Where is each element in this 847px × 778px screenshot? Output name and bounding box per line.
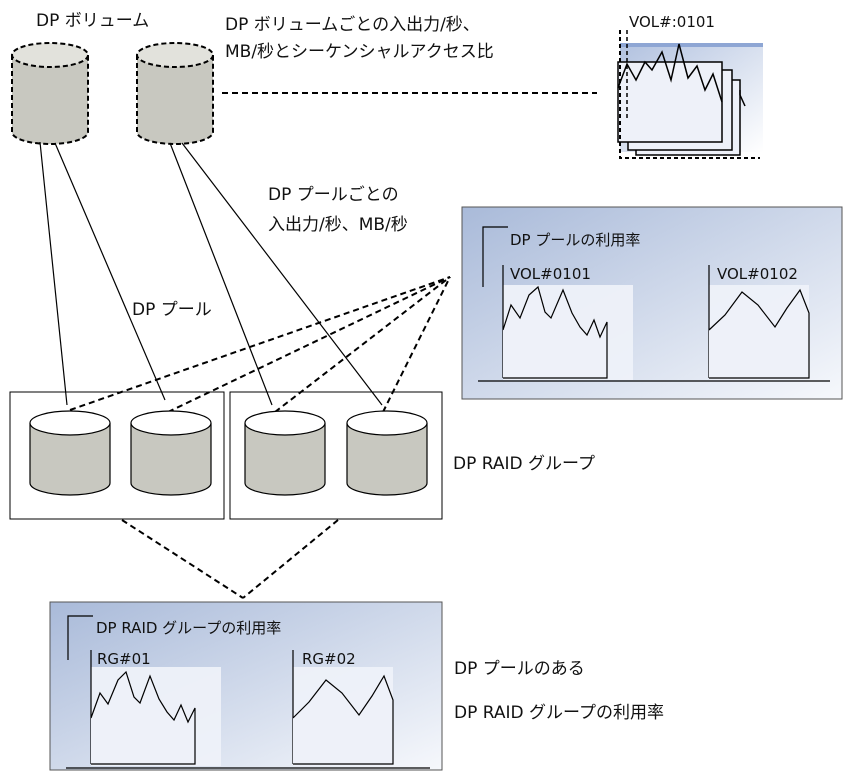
- pool-usage-title: DP プールの利用率: [510, 231, 640, 249]
- pool-io-label-line2: 入出力/秒、MB/秒: [268, 215, 408, 235]
- pool-vol1-series: [502, 285, 608, 379]
- dp-volume-2: [136, 42, 214, 145]
- raid-disk-1: [29, 410, 111, 496]
- raid-rg2-series: [292, 674, 394, 765]
- volume-io-label-line2: MB/秒とシーケンシャルアクセス比: [225, 42, 494, 62]
- raid-group-box-1: [9, 391, 225, 520]
- raid-group-box-2: [229, 391, 443, 520]
- pool-to-chart-connectors: [69, 276, 451, 413]
- volume-chart-panel: VOL#:0101: [617, 13, 763, 159]
- dp-pool-label: DP プール: [132, 300, 212, 320]
- dp-volume-1: [11, 42, 89, 145]
- raid-disk-2: [130, 410, 212, 496]
- pool-raid-usage-label-line2: DP RAID グループの利用率: [454, 703, 664, 723]
- volume-to-raid-lines: [39, 141, 383, 406]
- pool-vol2-series: [708, 288, 810, 379]
- raid-usage-title: DP RAID グループの利用率: [96, 619, 281, 637]
- raid-rg1-label: RG#01: [97, 650, 151, 668]
- volume-io-label-line1: DP ボリュームごとの入出力/秒、: [225, 15, 480, 35]
- raid-to-chart-connectors: [121, 519, 339, 599]
- raid-usage-panel: DP RAID グループの利用率 RG#01 RG#02: [49, 601, 443, 771]
- dp-volume-label: DP ボリューム: [36, 11, 149, 31]
- raid-rg1-series: [90, 670, 196, 765]
- pool-io-label-line1: DP プールごとの: [268, 185, 399, 205]
- pool-vol2-label: VOL#0102: [717, 265, 798, 283]
- raid-disk-4: [346, 410, 428, 496]
- pool-usage-panel: DP プールの利用率 VOL#0101 VOL#0102: [461, 206, 843, 400]
- raid-rg2-label: RG#02: [302, 650, 356, 668]
- volume-series-line: [617, 43, 723, 103]
- dp-raid-group-label: DP RAID グループ: [453, 454, 595, 474]
- pool-vol1-label: VOL#0101: [510, 265, 591, 283]
- pool-raid-usage-label-line1: DP プールのある: [454, 659, 585, 679]
- raid-disk-3: [244, 410, 326, 496]
- volume-chart-label: VOL#:0101: [629, 13, 715, 31]
